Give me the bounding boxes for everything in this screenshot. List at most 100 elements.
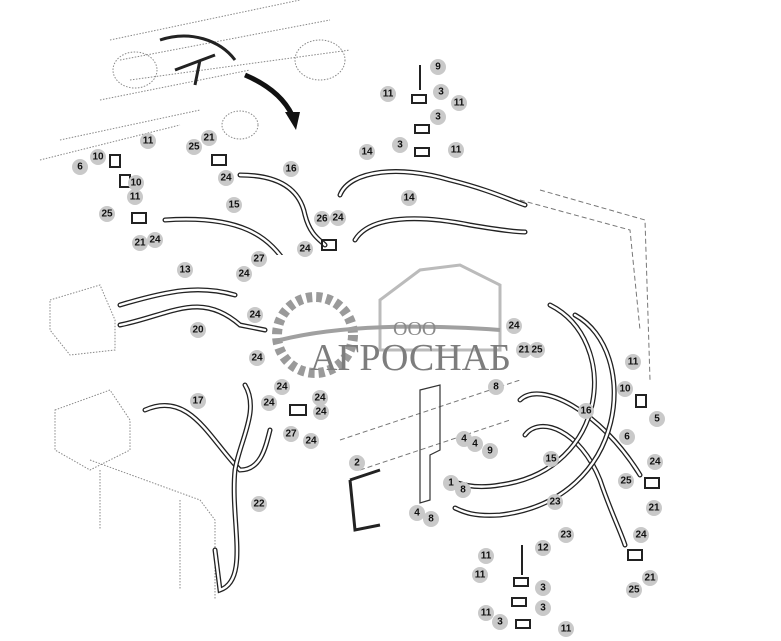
callout-number: 24 (635, 530, 647, 541)
callout-circle (625, 354, 641, 370)
callout-circle (297, 241, 313, 257)
callout-21: 21 (132, 235, 148, 251)
callout-6: 6 (619, 429, 635, 445)
callout-number: 26 (316, 214, 328, 225)
callout-circle (226, 197, 242, 213)
combine-outline (39, 0, 351, 161)
callout-26: 26 (314, 211, 330, 227)
callout-number: 24 (315, 407, 327, 418)
callout-circle (140, 133, 156, 149)
callout-number: 5 (654, 414, 660, 425)
callout-number: 27 (285, 429, 297, 440)
callout-circle (147, 232, 163, 248)
callout-number: 3 (497, 617, 503, 628)
callout-number: 21 (644, 573, 656, 584)
callout-12: 12 (535, 540, 551, 556)
callout-circle (443, 475, 459, 491)
callout-number: 14 (361, 147, 373, 158)
callout-circle (506, 318, 522, 334)
callout-circle (283, 426, 299, 442)
callout-10: 10 (128, 175, 144, 191)
callout-number: 3 (397, 140, 403, 151)
callout-circle (261, 395, 277, 411)
callout-number: 11 (130, 192, 141, 203)
callout-circle (617, 381, 633, 397)
arrow-head (285, 112, 300, 130)
callout-25: 25 (186, 139, 202, 155)
arrow-icon (244, 72, 295, 117)
callout-number: 11 (451, 145, 462, 156)
callout-circle (433, 84, 449, 100)
callout-circle (349, 455, 365, 471)
callout-circle (128, 175, 144, 191)
callout-number: 13 (179, 265, 191, 276)
callout-number: 9 (435, 62, 441, 73)
callout-circle (72, 159, 88, 175)
callout-4: 4 (409, 505, 425, 521)
callout-24: 24 (249, 350, 265, 366)
callout-number: 21 (134, 238, 146, 249)
callout-24: 24 (147, 232, 163, 248)
callout-circle (448, 142, 464, 158)
valve-block-outline (49, 284, 216, 600)
callout-24: 24 (297, 241, 313, 257)
callout-11: 11 (472, 567, 488, 583)
callout-6: 6 (72, 159, 88, 175)
callout-number: 24 (220, 173, 232, 184)
callout-circle (359, 144, 375, 160)
callout-number: 24 (649, 457, 661, 468)
callout-circle (430, 59, 446, 75)
callout-circle (626, 582, 642, 598)
callout-circle (482, 443, 498, 459)
callout-16: 16 (283, 161, 299, 177)
callout-number: 24 (251, 353, 263, 364)
callout-number: 3 (540, 603, 546, 614)
callout-circle (516, 342, 532, 358)
callout-number: 25 (628, 585, 640, 596)
callout-circle (488, 379, 504, 395)
callout-number: 4 (414, 508, 420, 519)
callout-number: 25 (620, 476, 632, 487)
callout-24: 24 (247, 307, 263, 323)
hoses (117, 169, 643, 594)
callout-5: 5 (649, 411, 665, 427)
callout-11: 11 (478, 605, 494, 621)
callout-number: 11 (143, 136, 154, 147)
callout-number: 6 (77, 162, 83, 173)
callout-11: 11 (140, 133, 156, 149)
callout-8: 8 (423, 511, 439, 527)
callout-circle (380, 86, 396, 102)
callout-24: 24 (274, 379, 290, 395)
callout-number: 23 (560, 530, 572, 541)
callout-13: 13 (177, 262, 193, 278)
callout-circle (492, 614, 508, 630)
callout-circle (283, 161, 299, 177)
callout-21: 21 (201, 130, 217, 146)
callout-circle (423, 511, 439, 527)
callout-number: 11 (561, 624, 572, 635)
callout-circle (618, 473, 634, 489)
callout-number: 12 (537, 543, 549, 554)
callout-number: 21 (518, 345, 530, 356)
callout-circle (99, 206, 115, 222)
callout-circle (314, 211, 330, 227)
callout-number: 22 (253, 499, 265, 510)
clamps (109, 65, 660, 629)
callout-number: 15 (228, 200, 240, 211)
callout-1: 1 (443, 475, 459, 491)
callout-circle (529, 342, 545, 358)
callout-22: 22 (251, 496, 267, 512)
callout-11: 11 (451, 95, 467, 111)
callout-circle (312, 390, 328, 406)
callout-circle (646, 500, 662, 516)
callout-number: 16 (285, 164, 297, 175)
callout-circle (218, 170, 234, 186)
callout-circle (619, 429, 635, 445)
callout-3: 3 (492, 614, 508, 630)
callout-number: 24 (238, 269, 250, 280)
callout-circle (132, 235, 148, 251)
callout-number: 24 (314, 393, 326, 404)
callout-24: 24 (647, 454, 663, 470)
